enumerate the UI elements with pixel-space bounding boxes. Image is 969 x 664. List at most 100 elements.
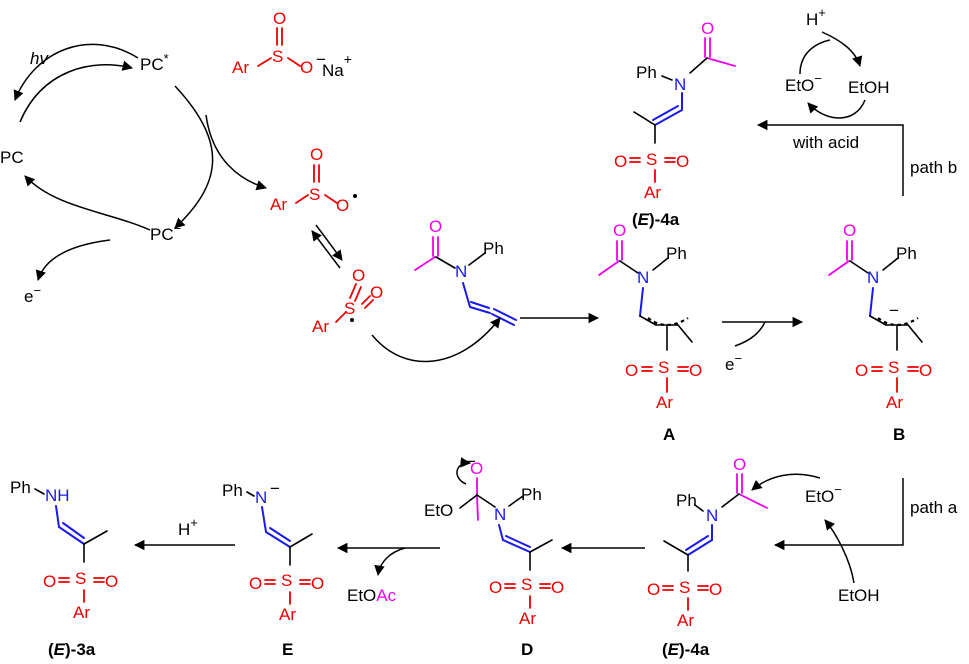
- svg-text:O: O: [855, 361, 868, 380]
- svg-text:Ar: Ar: [656, 393, 673, 412]
- svg-text:N: N: [867, 268, 879, 287]
- sulfonyl-radical-o: Ar S O O: [270, 145, 357, 215]
- label-D: D: [521, 640, 533, 659]
- intermediate-B: O N Ph − S O O Ar B: [828, 221, 932, 444]
- svg-text:N: N: [637, 268, 649, 287]
- svg-text:path a: path a: [910, 498, 958, 517]
- svg-text:O: O: [701, 19, 714, 38]
- svg-text:O: O: [919, 361, 932, 380]
- pc-reduced-label: PC−: [150, 221, 181, 244]
- svg-text:EtOH: EtOH: [838, 586, 880, 605]
- label-E: E: [282, 640, 293, 659]
- svg-text:−: −: [316, 50, 326, 69]
- svg-text:N: N: [494, 505, 506, 524]
- svg-text:H+: H+: [178, 515, 198, 539]
- svg-text:O: O: [105, 572, 118, 591]
- intermediate-E: Ph N − S O O Ar E: [222, 479, 324, 659]
- svg-text:O: O: [733, 455, 746, 474]
- product-e3a: Ph NH S O O Ar (E)-3a: [10, 478, 118, 659]
- label-e4a-bottom: (E)-4a: [662, 640, 710, 659]
- path-b: path b with acid H+ EtOH EtO−: [756, 5, 957, 196]
- svg-text:Ar: Ar: [886, 393, 903, 412]
- reductive-quench-arrow: [174, 85, 214, 229]
- sulfonyl-radical-s: Ar S O O: [312, 266, 383, 336]
- ethoxide-top: EtO−: [785, 71, 822, 95]
- hv-label: hv: [30, 49, 49, 68]
- radical-equilibrium-arrows: [311, 224, 343, 269]
- regeneration-arrow: [24, 175, 151, 231]
- label-e3a: (E)-3a: [48, 640, 96, 659]
- oxidation-arrow: [205, 114, 268, 191]
- svg-text:−: −: [466, 452, 476, 471]
- electron-label: e−: [24, 283, 41, 306]
- photoredox-cycle: hv PC* PC PC− e−: [0, 43, 214, 306]
- svg-text:O: O: [352, 266, 365, 285]
- svg-text:−: −: [889, 301, 899, 320]
- allenamide: O N Ph: [414, 217, 517, 326]
- svg-text:Ph: Ph: [10, 478, 31, 497]
- svg-text:Ar: Ar: [677, 611, 694, 630]
- svg-text:O: O: [249, 574, 262, 593]
- svg-text:N: N: [674, 75, 686, 94]
- svg-text:Ar: Ar: [270, 195, 287, 214]
- intermediate-D: O − EtO N Ph S O O Ar D: [424, 452, 564, 659]
- svg-text:S: S: [658, 358, 669, 377]
- svg-text:Ar: Ar: [73, 603, 90, 622]
- radical-addition-arrow: [371, 317, 501, 363]
- svg-text:Ph: Ph: [483, 239, 504, 258]
- svg-text:O: O: [843, 221, 856, 240]
- svg-text:e−: e−: [725, 351, 742, 374]
- svg-text:N: N: [255, 488, 267, 507]
- svg-text:S: S: [281, 571, 292, 590]
- svg-text:Ph: Ph: [636, 63, 657, 82]
- svg-text:S: S: [75, 569, 86, 588]
- svg-text:EtO: EtO: [424, 501, 453, 520]
- svg-text:O: O: [676, 152, 689, 171]
- svg-text:O: O: [311, 574, 324, 593]
- svg-text:S: S: [679, 578, 690, 597]
- svg-text:O: O: [625, 361, 638, 380]
- path-a: path a EtO− EtOH: [751, 473, 958, 605]
- svg-text:O: O: [689, 361, 702, 380]
- elimination-step: EtOAc: [336, 542, 440, 605]
- electron-release-arrow: [35, 239, 111, 282]
- product-e4a-bottom: O N Ph S O O Ar (E)-4a: [647, 455, 768, 659]
- svg-text:Ar: Ar: [644, 183, 661, 202]
- label-B: B: [893, 425, 905, 444]
- ethyl-acetate-label: EtOAc: [347, 586, 397, 605]
- svg-text:Ph: Ph: [676, 491, 697, 510]
- svg-text:O: O: [614, 152, 627, 171]
- pc-ground-label: PC: [0, 148, 24, 167]
- excitation-arrow: [13, 43, 139, 101]
- svg-text:Ph: Ph: [666, 244, 687, 263]
- proton-label: H+: [806, 5, 826, 29]
- reduction-step: e−: [722, 316, 804, 374]
- ethoxide-bottom: EtO−: [805, 482, 842, 506]
- svg-text:Ar: Ar: [312, 317, 329, 336]
- svg-text:NH: NH: [45, 486, 70, 505]
- svg-text:O: O: [370, 283, 383, 302]
- relaxation-arrow: [19, 60, 134, 123]
- svg-text:N: N: [706, 506, 718, 525]
- svg-text:S: S: [521, 575, 532, 594]
- intermediate-A: O N Ph S O O Ar A: [598, 221, 702, 444]
- svg-text:O: O: [470, 459, 483, 478]
- label-A: A: [663, 425, 675, 444]
- svg-text:O: O: [336, 196, 349, 215]
- svg-text:O: O: [489, 578, 502, 597]
- svg-text:S: S: [309, 185, 320, 204]
- svg-text:Ar: Ar: [232, 58, 249, 77]
- label-e4a-top: (E)-4a: [632, 210, 680, 229]
- pc-excited-label: PC*: [140, 51, 169, 74]
- svg-text:N: N: [455, 262, 467, 281]
- product-e4a-top: O N Ph S O O Ar (E)-4a: [614, 19, 736, 229]
- svg-text:S: S: [646, 150, 657, 169]
- svg-text:O: O: [300, 58, 313, 77]
- svg-text:O: O: [709, 580, 722, 599]
- svg-text:Ph: Ph: [521, 485, 542, 504]
- svg-text:with acid: with acid: [792, 133, 859, 152]
- svg-text:O: O: [273, 9, 286, 28]
- svg-text:O: O: [429, 217, 442, 236]
- svg-text:S: S: [344, 299, 355, 318]
